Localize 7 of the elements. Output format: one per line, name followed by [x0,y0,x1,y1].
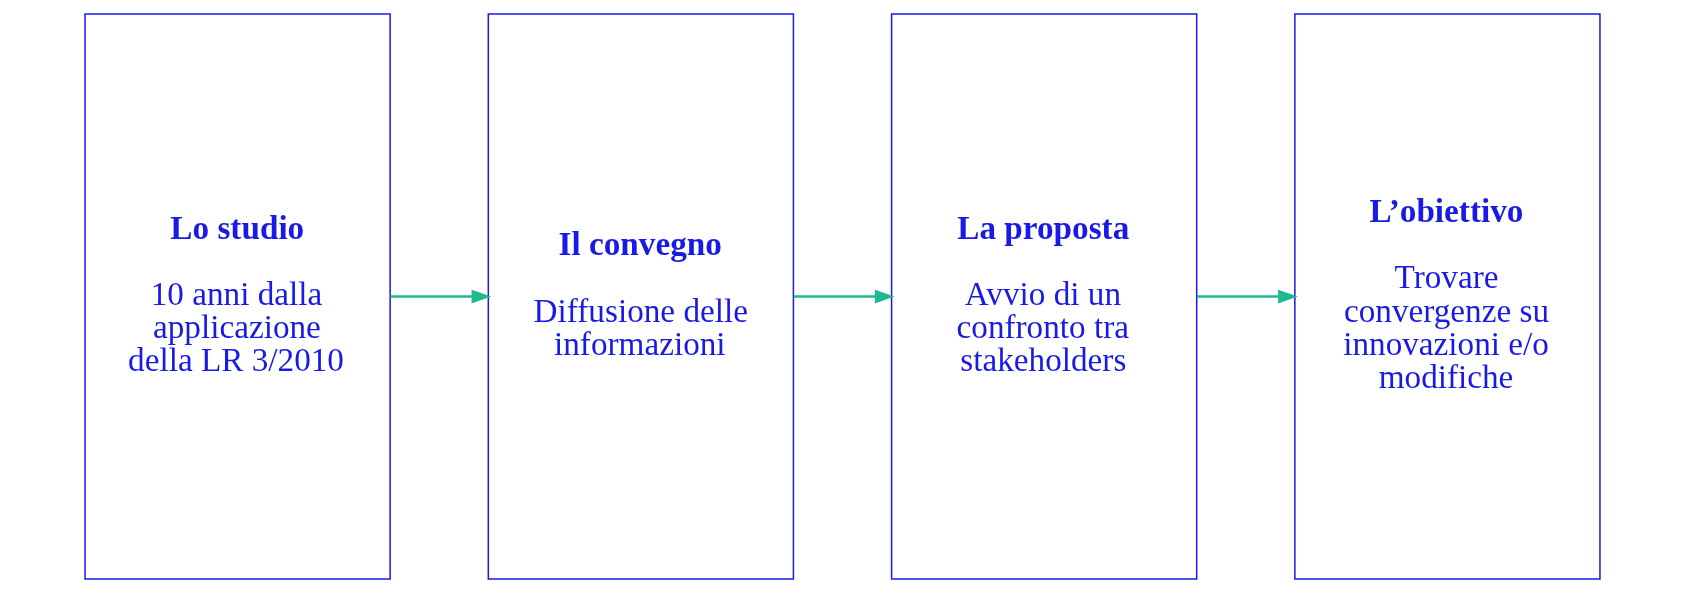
arrow [389,289,491,304]
arrow [793,289,895,304]
node-box: L’obiettivo Trovare convergenze su innovazioni e/o modifiche [1293,13,1601,580]
arrow [1196,289,1298,304]
node-box: Lo studio 10 anni dalla applicazione della LR 3/2010 [83,13,391,580]
node-box: La proposta Avvio di un confronto tra stakeholders [890,13,1197,580]
node-box: Il convegno Diffusione delle informazioni [487,13,794,580]
